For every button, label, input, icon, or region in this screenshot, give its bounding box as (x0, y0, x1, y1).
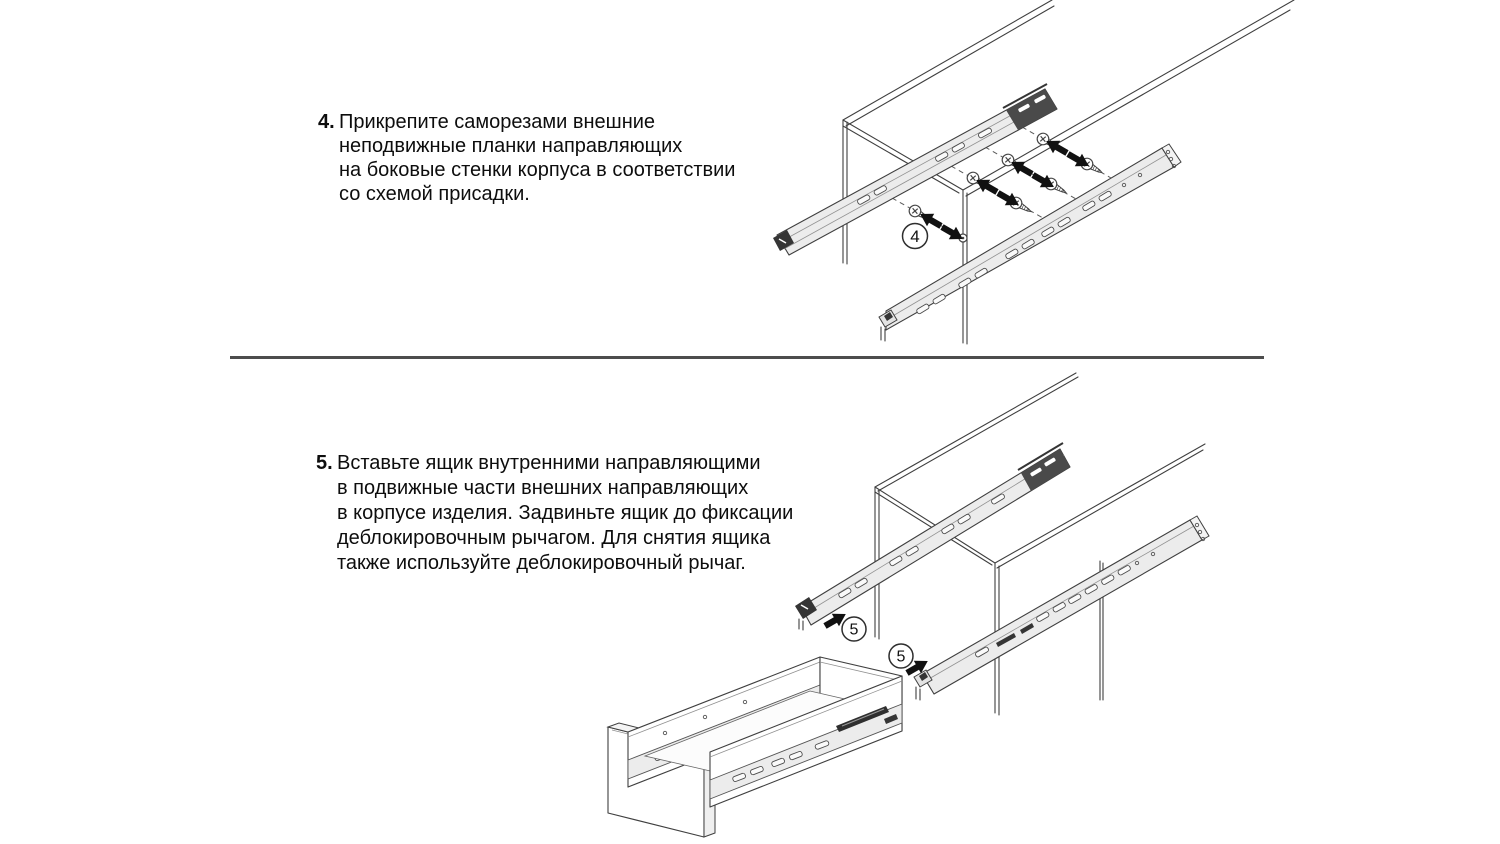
slide-rail-right (913, 515, 1210, 701)
step-5-line: деблокировочным рычагом. Для снятия ящик… (337, 527, 771, 549)
step-4-number: 4. (318, 111, 335, 133)
step-5-diagram: 5 5 (606, 372, 1210, 838)
slide-rail-left-extended (773, 83, 1058, 256)
step-5-number: 5. (316, 452, 333, 474)
step-5-text-block: 5. Вставьте ящик внутренними направляющи… (316, 451, 796, 576)
callout-step-5-right: 5 (888, 643, 914, 669)
callout-step-4: 4 (901, 222, 929, 250)
drawer-box (606, 656, 903, 838)
callout-step-5-left: 5 (841, 616, 867, 642)
step-4-line: на боковые стенки корпуса в соответствии (339, 159, 736, 181)
section-divider (230, 356, 1264, 359)
drawer-side-near (709, 675, 903, 808)
step-4-text-block: 4. Прикрепите саморезами внешние неподви… (318, 110, 758, 206)
callout-step-4-label: 4 (910, 227, 919, 246)
callout-step-5-left-label: 5 (850, 622, 859, 639)
slide-rail-cabinet-left (795, 442, 1071, 631)
step-5-line: в корпусе изделия. Задвиньте ящик до фик… (337, 502, 794, 524)
step-4-line: со схемой присадки. (339, 183, 530, 205)
step-4-line: неподвижные планки направляющих (339, 135, 683, 157)
callout-step-5-right-label: 5 (897, 649, 906, 666)
step-5-line: Вставьте ящик внутренними направляющими (337, 452, 761, 474)
mounting-plate-right (878, 143, 1182, 342)
step-4-diagram: 4 (773, 0, 1295, 345)
step-5-line: также используйте деблокировочный рычаг. (337, 552, 746, 574)
step-5-line: в подвижные части внешних направляющих (337, 477, 749, 499)
step-4-line: Прикрепите саморезами внешние (339, 111, 656, 133)
